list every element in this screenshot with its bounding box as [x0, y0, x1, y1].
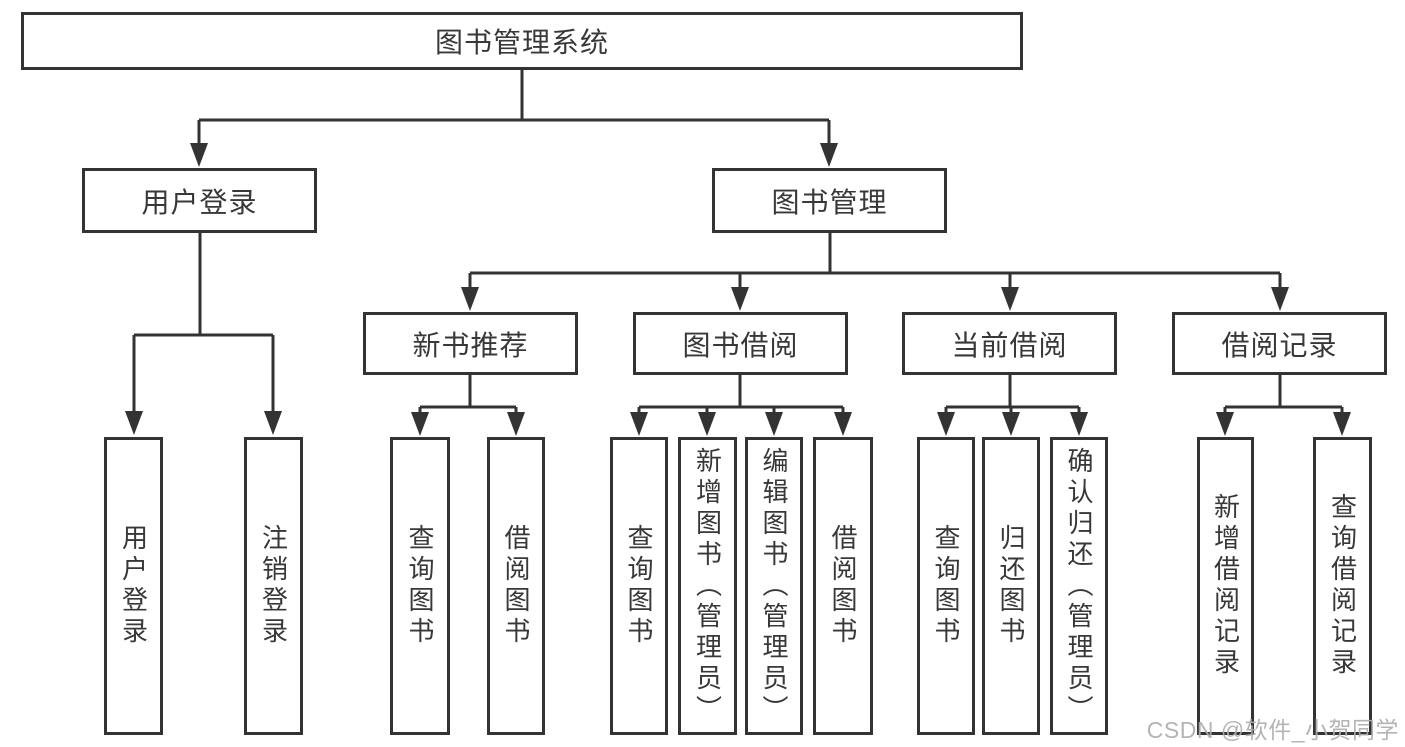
leaf-query-books-recommend: 查询图书: [390, 437, 450, 735]
leaf-add-books-admin: 新增图书（管理员）: [678, 437, 737, 735]
csdn-watermark: CSDN @软件_小贺同学: [1146, 717, 1399, 743]
arrowheads: [125, 143, 1351, 436]
leaf-borrow-books-recommend: 借阅图书: [487, 437, 545, 735]
node-current-borrowing: 当前借阅: [902, 312, 1117, 375]
leaf-query-books-borrowing: 查询图书: [610, 437, 668, 735]
leaf-query-borrow-record: 查询借阅记录: [1313, 437, 1372, 735]
leaf-confirm-return-admin: 确认归还（管理员）: [1050, 437, 1108, 735]
leaf-edit-books-admin: 编辑图书（管理员）: [745, 437, 803, 735]
node-root-system: 图书管理系统: [21, 12, 1023, 70]
leaf-return-books: 归还图书: [982, 437, 1040, 735]
leaf-logout: 注销登录: [244, 437, 303, 735]
leaf-borrow-books-borrowing: 借阅图书: [813, 437, 873, 735]
leaf-query-books-current: 查询图书: [917, 437, 975, 735]
node-book-management: 图书管理: [712, 168, 947, 233]
leaf-add-borrow-record: 新增借阅记录: [1197, 437, 1254, 735]
node-book-borrowing: 图书借阅: [633, 312, 848, 375]
node-user-login: 用户登录: [82, 168, 317, 233]
leaf-user-login: 用户登录: [104, 437, 163, 735]
node-borrowing-records: 借阅记录: [1172, 312, 1387, 375]
node-new-book-recommend: 新书推荐: [363, 312, 578, 375]
